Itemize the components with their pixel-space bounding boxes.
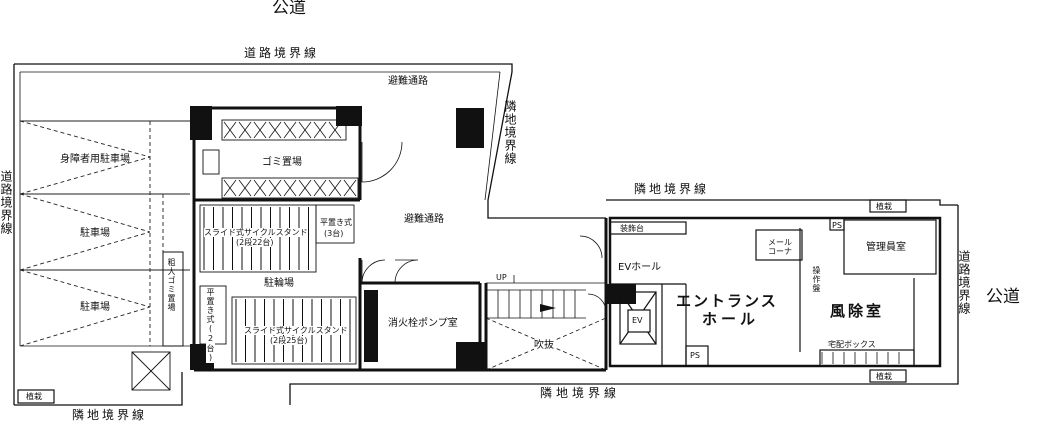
- ev-label: EV: [632, 316, 643, 325]
- road-boundary-line-top: [14, 63, 513, 72]
- slide-rack-lower-sub-label: (2段25台): [270, 336, 308, 345]
- entrance-hall-label-2: ホール: [702, 310, 760, 328]
- ps-1-label: PS: [690, 351, 700, 360]
- adj-boundary-vertical-label: 隣地境界線: [503, 100, 517, 165]
- flat-rack-upper-sub-label: (3台): [324, 229, 344, 238]
- evac-path-mid-label: 避難通路: [404, 214, 444, 225]
- adj-boundary-line-left-bottom: [14, 372, 183, 406]
- slide-rack-upper-sub-label: (2段22台): [236, 238, 274, 247]
- adj-boundary-middle-label: 隣地境界線: [634, 182, 710, 196]
- accessible-parking-label: 身障者用駐車場: [60, 154, 130, 165]
- planting-1-label: 植栽: [876, 202, 892, 211]
- slide-rack-upper-label: スライド式サイクルスタンド: [204, 228, 308, 237]
- road-boundary-right-label: 道路境界線: [957, 250, 971, 315]
- windbreak-label: 風除室: [830, 302, 885, 320]
- planting-3-label: 植栽: [26, 392, 42, 401]
- parking-1-label: 駐車場: [80, 228, 110, 239]
- adj-boundary-line-middle: [606, 199, 958, 206]
- slide-rack-lower-label: スライド式サイクルスタンド: [244, 326, 348, 335]
- flat-rack-upper-label: 平置き式: [320, 218, 352, 227]
- bulky-garbage-label: 粗大ゴミ置場: [167, 258, 176, 312]
- void-label: 吹抜: [534, 340, 554, 351]
- adj-boundary-line-vertical: [487, 71, 606, 219]
- adj-boundary-line-bottom: [289, 205, 959, 405]
- garbage-label: ゴミ置場: [262, 157, 302, 168]
- delivery-box-label: 宅配ボックス: [828, 340, 876, 349]
- planting-2-label: 植栽: [876, 372, 892, 381]
- manager-room-label: 管理員室: [866, 242, 906, 253]
- entrance-hall-label-1: エントランス: [676, 292, 778, 310]
- ps-2-label: PS: [832, 221, 842, 230]
- public-road-top-label: 公道: [272, 0, 306, 18]
- public-road-right-label: 公道: [986, 287, 1020, 307]
- parking-2-label: 駐車場: [80, 302, 110, 313]
- road-boundary-left-label: 道路境界線: [0, 170, 13, 235]
- bike-parking-label: 駐輪場: [264, 278, 294, 289]
- road-boundary-top-label: 道路境界線: [244, 46, 320, 60]
- mail-corner-label: メールコーナー: [768, 238, 792, 265]
- adj-boundary-bottom-left-label: 隣地境界線: [72, 408, 148, 422]
- up-label: UP: [496, 273, 507, 282]
- decor-label: 装飾台: [620, 224, 644, 233]
- adj-boundary-bottom-label: 隣地境界線: [540, 386, 621, 400]
- control-panel-label: 操作盤: [812, 266, 821, 293]
- pump-room-label: 消火栓ポンプ室: [388, 318, 458, 329]
- flat-rack-lower-label: 平置き式(2台): [206, 288, 215, 363]
- ev-hall-label: EVホール: [618, 262, 662, 273]
- evac-path-top-label: 避難通路: [388, 76, 428, 87]
